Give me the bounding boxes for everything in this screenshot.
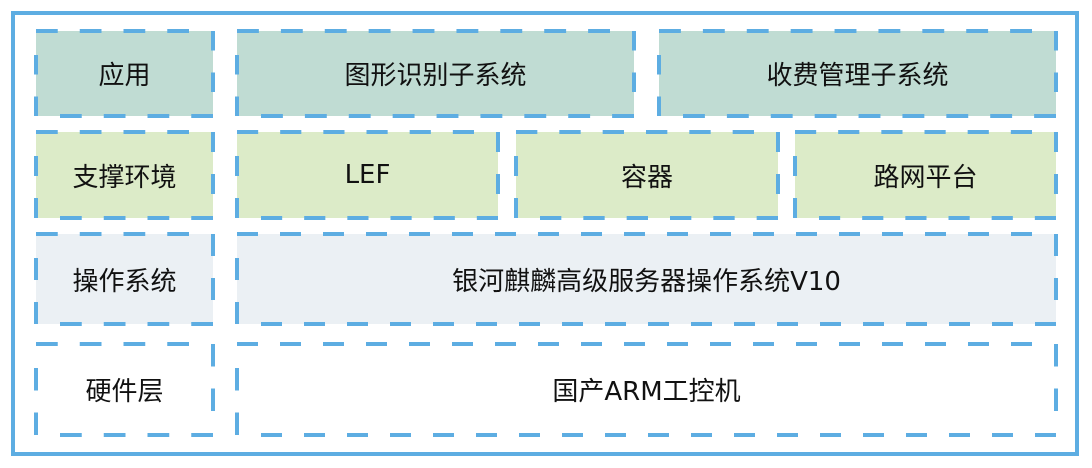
dashed-border-rect <box>793 130 1058 220</box>
component-image-recognition: 图形识别子系统 <box>235 29 636 118</box>
dashed-border <box>514 130 780 220</box>
component-text: 银河麒麟高级服务器操作系统V10 <box>452 266 841 297</box>
dashed-border-rect <box>514 130 780 220</box>
component-text: 国产ARM工控机 <box>552 377 741 407</box>
dashed-border-rect <box>235 342 1058 437</box>
component-text: 路网平台 <box>873 162 978 193</box>
dashed-border <box>34 342 215 437</box>
component-text: 收费管理子系统 <box>766 61 949 91</box>
component-text: 容器 <box>620 162 673 193</box>
component-kylin-os: 银河麒麟高级服务器操作系统V10 <box>235 232 1058 326</box>
component-text: 图形识别子系统 <box>344 61 527 91</box>
layer-label-text: 应用 <box>98 61 151 91</box>
layer-label-text: 支撑环境 <box>72 162 177 193</box>
component-text: LEF <box>344 160 391 190</box>
component-road-network-platform: 路网平台 <box>793 130 1058 220</box>
dashed-border-rect <box>34 29 215 118</box>
component-toll-management: 收费管理子系统 <box>657 29 1058 118</box>
dashed-border-rect <box>34 130 215 220</box>
component-lef: LEF <box>235 130 500 220</box>
layer-label-support: 支撑环境 <box>34 130 215 220</box>
dashed-border <box>34 232 215 326</box>
dashed-border <box>34 130 215 220</box>
architecture-frame <box>11 11 1079 456</box>
dashed-border <box>34 29 215 118</box>
dashed-border-rect <box>235 130 500 220</box>
dashed-border <box>235 29 636 118</box>
dashed-border-rect <box>235 29 636 118</box>
layer-label-text: 操作系统 <box>72 266 177 297</box>
dashed-border-rect <box>34 342 215 437</box>
layer-label-text: 硬件层 <box>85 377 164 407</box>
dashed-border <box>235 342 1058 437</box>
dashed-border <box>657 29 1058 118</box>
component-container: 容器 <box>514 130 780 220</box>
dashed-border <box>235 130 500 220</box>
layer-label-hardware: 硬件层 <box>34 342 215 437</box>
dashed-border-rect <box>657 29 1058 118</box>
component-arm-ipc: 国产ARM工控机 <box>235 342 1058 437</box>
layer-label-os: 操作系统 <box>34 232 215 326</box>
dashed-border-rect <box>34 232 215 326</box>
layer-label-application: 应用 <box>34 29 215 118</box>
dashed-border-rect <box>235 232 1058 326</box>
dashed-border <box>235 232 1058 326</box>
dashed-border <box>793 130 1058 220</box>
